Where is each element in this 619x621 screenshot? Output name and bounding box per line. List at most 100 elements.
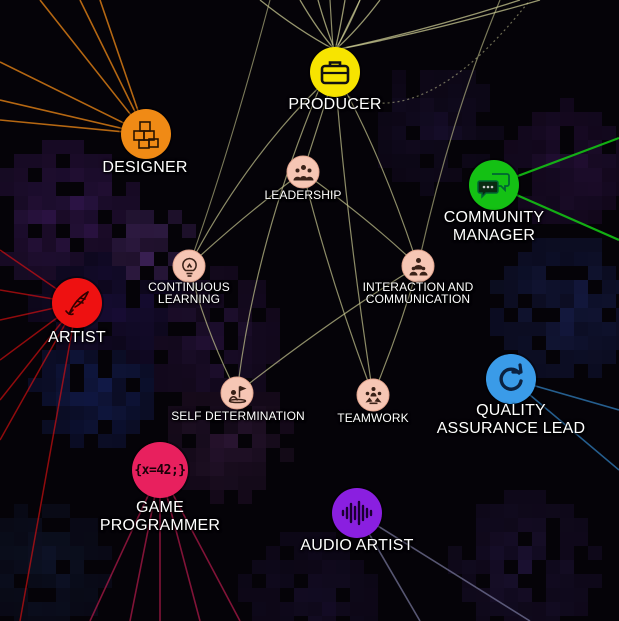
background-pixel	[252, 420, 266, 434]
skill-link	[417, 0, 501, 267]
background-pixel	[0, 602, 14, 616]
background-pixel	[322, 602, 336, 616]
background-pixel	[462, 588, 476, 602]
background-pixel	[308, 546, 322, 560]
audio-artist-link	[356, 512, 531, 621]
background-pixel	[392, 112, 406, 126]
background-pixel	[518, 322, 532, 336]
teamwork-node[interactable]	[356, 378, 390, 412]
background-pixel	[84, 588, 98, 602]
background-pixel	[574, 336, 588, 350]
background-pixel	[28, 616, 42, 621]
background-pixel	[56, 574, 70, 588]
background-pixel	[588, 252, 602, 266]
background-pixel	[476, 84, 490, 98]
background-pixel	[70, 588, 84, 602]
continuous-learning-node[interactable]	[172, 249, 206, 283]
background-pixel	[602, 126, 616, 140]
quality-assurance-lead-node[interactable]	[486, 354, 536, 404]
background-pixel	[294, 532, 308, 546]
background-pixel	[434, 140, 448, 154]
background-pixel	[560, 238, 574, 252]
background-pixel	[0, 532, 14, 546]
background-pixel	[294, 602, 308, 616]
interaction-and-communication-node[interactable]	[401, 249, 435, 283]
self-determination-node[interactable]	[220, 376, 254, 410]
game-programmer-node[interactable]: {x=42;}	[132, 442, 188, 498]
background-pixel	[56, 238, 70, 252]
background-pixel	[602, 350, 616, 364]
community-manager-label: COMMUNITY MANAGER	[443, 209, 545, 244]
producer-link	[299, 0, 336, 51]
background-pixel	[364, 616, 378, 621]
background-pixel	[266, 308, 280, 322]
background-pixel	[476, 532, 490, 546]
background-pixel	[140, 224, 154, 238]
designer-node[interactable]	[121, 109, 171, 159]
background-pixel	[14, 182, 28, 196]
background-pixel	[532, 294, 546, 308]
background-pixel	[154, 280, 168, 294]
background-pixel	[70, 168, 84, 182]
background-pixel	[182, 392, 196, 406]
background-pixel	[224, 448, 238, 462]
background-pixel	[70, 602, 84, 616]
background-pixel	[602, 336, 616, 350]
background-pixel	[434, 70, 448, 84]
background-pixel	[336, 560, 350, 574]
background-pixel	[532, 350, 546, 364]
background-pixel	[84, 266, 98, 280]
skill-link	[188, 71, 336, 267]
background-pixel	[126, 238, 140, 252]
background-pixel	[364, 588, 378, 602]
background-pixel	[224, 434, 238, 448]
dotted-link	[334, 0, 531, 104]
background-pixel	[28, 378, 42, 392]
background-pixel	[532, 210, 546, 224]
background-pixel	[574, 574, 588, 588]
background-pixel	[28, 182, 42, 196]
background-pixel	[434, 84, 448, 98]
background-pixel	[126, 350, 140, 364]
continuous-learning-label: CONTINUOUS LEARNING	[148, 280, 230, 306]
background-pixel	[322, 616, 336, 621]
background-pixel	[518, 602, 532, 616]
background-pixel	[182, 294, 196, 308]
background-pixel	[98, 378, 112, 392]
background-pixel	[476, 616, 490, 621]
background-pixel	[574, 154, 588, 168]
background-pixel	[518, 490, 532, 504]
background-pixel	[42, 238, 56, 252]
background-pixel	[0, 560, 14, 574]
background-pixel	[42, 574, 56, 588]
background-pixel	[182, 364, 196, 378]
background-pixel	[56, 504, 70, 518]
background-pixel	[560, 322, 574, 336]
background-pixel	[266, 602, 280, 616]
background-pixel	[476, 126, 490, 140]
background-pixel	[28, 252, 42, 266]
background-pixel	[532, 322, 546, 336]
background-pixel	[546, 602, 560, 616]
background-pixel	[112, 420, 126, 434]
flag-person-icon	[228, 385, 247, 403]
background-pixel	[532, 140, 546, 154]
background-pixel	[616, 280, 619, 294]
background-pixel	[140, 294, 154, 308]
artist-node[interactable]	[52, 278, 102, 328]
leadership-node[interactable]	[286, 155, 320, 189]
background-pixel	[252, 322, 266, 336]
background-pixel	[238, 574, 252, 588]
community-manager-node[interactable]	[469, 160, 519, 210]
background-pixel	[70, 532, 84, 546]
background-pixel	[112, 350, 126, 364]
background-pixel	[0, 588, 14, 602]
producer-node[interactable]	[310, 47, 360, 97]
background-pixel	[602, 182, 616, 196]
background-pixel	[490, 308, 504, 322]
background-pixel	[574, 518, 588, 532]
background-pixel	[112, 210, 126, 224]
audio-artist-node[interactable]	[332, 488, 382, 538]
background-pixel	[98, 574, 112, 588]
background-pixel	[266, 406, 280, 420]
